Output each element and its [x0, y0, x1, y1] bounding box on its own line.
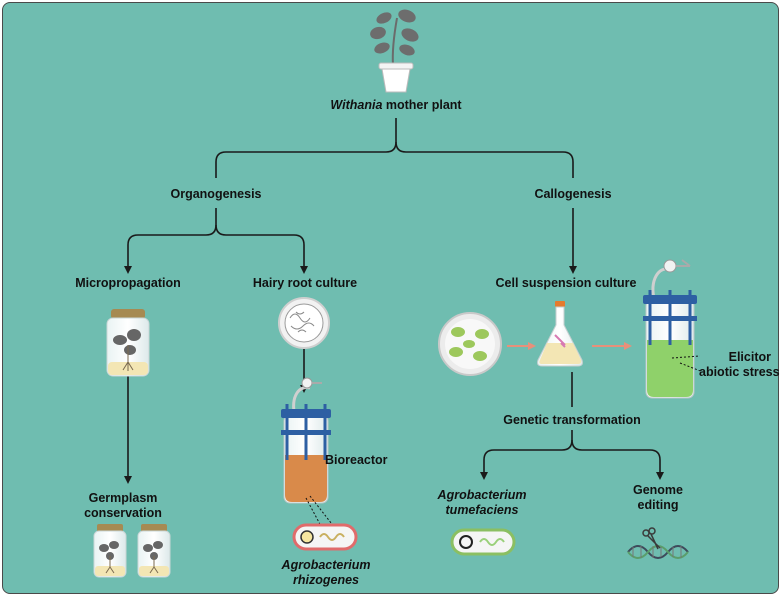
root-label: Withania mother plant	[330, 98, 461, 113]
agro-rhizogenes-line2: rhizogenes	[293, 573, 359, 587]
micropropagation-label: Micropropagation	[75, 276, 181, 290]
elicitor-line2: abiotic stress	[699, 365, 780, 379]
germplasm-line1: Germplasm	[88, 491, 158, 505]
transformation-split-right	[571, 439, 664, 480]
dna-scissors-icon	[627, 527, 689, 559]
root-label-italic: Withania	[330, 98, 383, 112]
callogenesis-label: Callogenesis	[534, 187, 612, 201]
germplasm-jar-icon	[93, 524, 127, 578]
culture-flask-icon	[537, 301, 583, 367]
agro-tumefaciens-line1: Agrobacterium	[437, 488, 527, 502]
organogenesis-split	[124, 208, 217, 274]
root-label-rest: mother plant	[382, 98, 462, 112]
cell-suspension-label: Cell suspension culture	[495, 276, 637, 290]
micropropagation-jar-icon	[106, 309, 150, 377]
plant-pot-icon	[370, 9, 419, 93]
organogenesis-split-right	[215, 224, 308, 274]
bioreactor-vessel-icon	[281, 377, 331, 504]
callus-dish-icon	[438, 312, 502, 376]
hairy-root-culture-label: Hairy root culture	[252, 276, 358, 290]
suspension-bioreactor-icon	[643, 259, 704, 399]
genetic-transformation-label: Genetic transformation	[503, 413, 641, 427]
agrobacterium-rhizogenes-icon	[292, 495, 358, 551]
genome-editing-line1: Genome	[632, 483, 683, 497]
agro-rhizogenes-line1: Agrobacterium	[281, 558, 371, 572]
hairy-root-dish-icon	[278, 297, 330, 349]
elicitor-line1: Elicitor	[728, 350, 771, 364]
agrobacterium-tumefaciens-icon	[450, 528, 516, 556]
root-branch-line-right	[395, 141, 574, 178]
root-branch-line	[215, 118, 397, 178]
organogenesis-label: Organogenesis	[170, 187, 262, 201]
genome-editing-line2: editing	[637, 498, 679, 512]
germplasm-line2: conservation	[84, 506, 162, 520]
bioreactor-label: Bioreactor	[325, 453, 388, 467]
agro-tumefaciens-line2: tumefaciens	[445, 503, 519, 517]
germplasm-jar-icon	[137, 524, 171, 578]
transformation-split	[480, 430, 573, 480]
